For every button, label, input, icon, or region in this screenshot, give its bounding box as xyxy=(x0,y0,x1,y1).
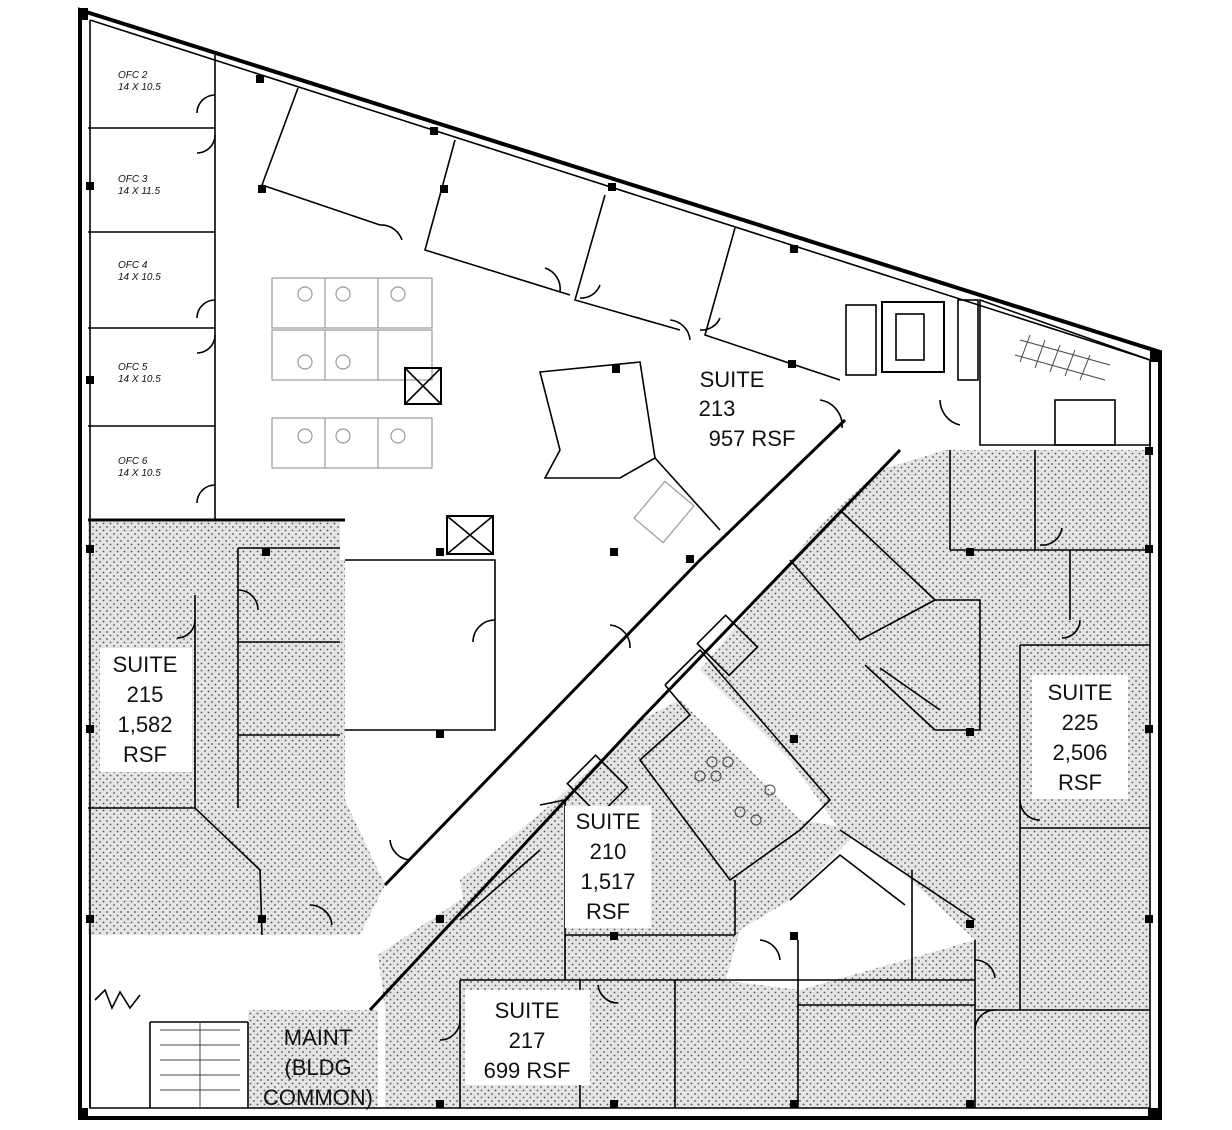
central-room xyxy=(345,361,721,738)
maint-label: MAINT (BLDG COMMON) xyxy=(263,1025,373,1110)
core xyxy=(845,298,1151,446)
perimeter-offices xyxy=(260,87,841,381)
suite-215-area-text: 1,582 xyxy=(117,712,172,737)
suite-215-area xyxy=(88,522,385,935)
suite-217-area-text: 699 RSF xyxy=(484,1058,571,1083)
office-name: OFC 3 xyxy=(118,174,148,185)
suite-215-walls xyxy=(88,547,340,936)
suite-215-rsf: RSF xyxy=(123,742,167,767)
office-label-6: OFC 6 14 X 10.5 xyxy=(118,456,161,479)
workstations xyxy=(271,277,494,555)
suite-225-number: 225 xyxy=(1062,710,1099,735)
suite-215-number: 215 xyxy=(127,682,164,707)
suite-213-title: SUITE xyxy=(700,367,765,392)
office-label-4: OFC 4 14 X 10.5 xyxy=(118,260,161,283)
maint-title: MAINT xyxy=(284,1025,352,1050)
suite-213-label: SUITE 213 957 RSF xyxy=(699,367,796,451)
office-walls xyxy=(86,55,345,923)
office-name: OFC 4 xyxy=(118,260,148,271)
suite-210-area xyxy=(460,700,860,1000)
office-label-3: OFC 3 14 X 11.5 xyxy=(118,174,161,197)
office-size: 14 X 10.5 xyxy=(118,468,161,479)
suite-217-label: SUITE 217 699 RSF xyxy=(465,990,590,1085)
suite-217-title: SUITE xyxy=(495,998,560,1023)
suite-213-area-text: 957 RSF xyxy=(709,426,796,451)
suite-225-title: SUITE xyxy=(1048,680,1113,705)
suite-225-label: SUITE 225 2,506 RSF xyxy=(1032,675,1128,799)
suite-210-area-text: 1,517 xyxy=(580,869,635,894)
suite-210-title: SUITE xyxy=(576,809,641,834)
office-label-5: OFC 5 14 X 10.5 xyxy=(118,362,161,385)
suite-210-label: SUITE 210 1,517 RSF xyxy=(565,806,651,928)
office-name: OFC 5 xyxy=(118,362,148,373)
office-size: 14 X 10.5 xyxy=(118,272,161,283)
office-name: OFC 6 xyxy=(118,456,148,467)
suite-213-number: 213 xyxy=(699,396,736,421)
suite-225-rsf: RSF xyxy=(1058,770,1102,795)
suite-217-number: 217 xyxy=(509,1028,546,1053)
suite-215-title: SUITE xyxy=(113,652,178,677)
office-label-2: OFC 2 14 X 10.5 xyxy=(118,70,161,93)
maint-line2: (BLDG xyxy=(284,1055,351,1080)
office-name: OFC 2 xyxy=(118,70,148,81)
corridor xyxy=(368,399,961,1012)
office-size: 14 X 11.5 xyxy=(118,186,161,197)
suite-225-walls xyxy=(789,447,1153,1108)
suite-210-rsf: RSF xyxy=(586,899,630,924)
stair-bottom-left xyxy=(89,930,249,1108)
suite-215-label: SUITE 215 1,582 RSF xyxy=(100,648,192,772)
office-size: 14 X 10.5 xyxy=(118,82,161,93)
suite-225-area-text: 2,506 xyxy=(1052,740,1107,765)
suite-210-number: 210 xyxy=(590,839,627,864)
stair-icon xyxy=(1014,334,1116,446)
office-size: 14 X 10.5 xyxy=(118,374,161,385)
restrooms xyxy=(566,555,832,882)
maint-line3: COMMON) xyxy=(263,1085,373,1110)
maint-area xyxy=(248,1010,378,1108)
suite-225-area xyxy=(700,450,1150,1108)
